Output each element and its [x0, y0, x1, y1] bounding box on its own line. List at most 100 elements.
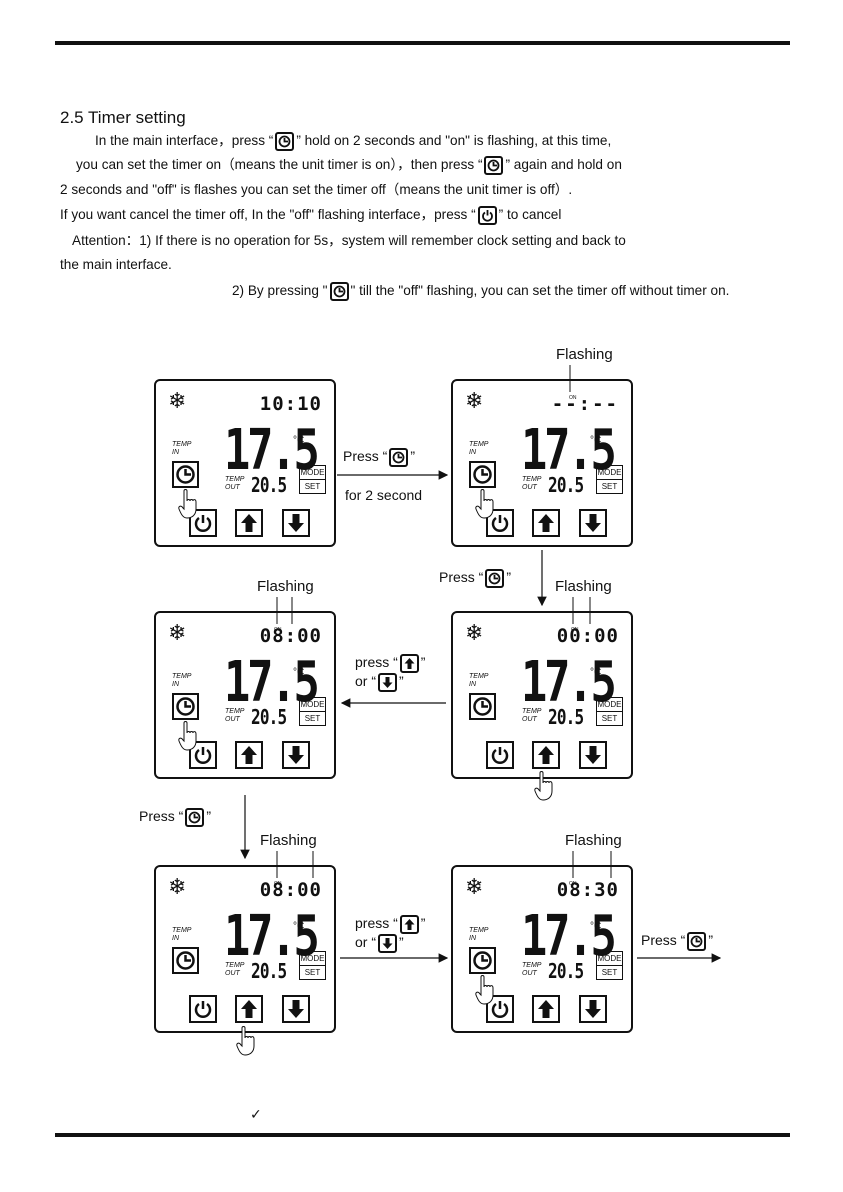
unit-label: °C [590, 435, 602, 446]
power-button[interactable] [189, 509, 217, 537]
down-button[interactable] [579, 741, 607, 769]
set-label[interactable]: SET [601, 482, 618, 491]
power-button[interactable] [189, 995, 217, 1023]
unit-label: °C [293, 435, 305, 446]
unit-label: °C [293, 921, 305, 932]
down-button[interactable] [282, 741, 310, 769]
on-label: ON [569, 881, 577, 887]
temp-in-display: 17.5 [521, 650, 617, 715]
temp-in-display: 17.5 [224, 904, 320, 969]
or-down-label: or “” [355, 673, 404, 692]
snowflake-icon: ❄ [465, 621, 484, 646]
hand-pointer-icon [236, 1026, 255, 1056]
mode-set-box[interactable]: MODE SET [299, 697, 326, 726]
footer-mark: ✓ [250, 1106, 262, 1122]
hand-pointer-icon [178, 721, 197, 751]
timer-button[interactable] [469, 947, 496, 974]
snowflake-icon: ❄ [168, 621, 187, 646]
mode-set-box[interactable]: MODE SET [596, 697, 623, 726]
down-button[interactable] [282, 995, 310, 1023]
top-rule [55, 41, 790, 45]
mode-label[interactable]: MODE [597, 698, 622, 712]
press-up-label: press “” [355, 654, 425, 673]
set-label[interactable]: SET [601, 714, 618, 723]
unit-label: °C [293, 667, 305, 678]
timer-icon [485, 569, 505, 588]
mode-set-box[interactable]: MODE SET [299, 465, 326, 494]
paragraph-line-6: the main interface. [60, 257, 172, 272]
clock-display: 08:30 [556, 879, 619, 901]
timer-button[interactable] [172, 461, 199, 488]
hand-pointer-icon [178, 489, 197, 519]
mode-label[interactable]: MODE [597, 466, 622, 480]
up-button[interactable] [532, 741, 560, 769]
timer-button[interactable] [469, 693, 496, 720]
flashing-label: Flashing [260, 832, 317, 849]
set-label[interactable]: SET [304, 482, 321, 491]
flashing-label: Flashing [556, 346, 613, 363]
mode-label[interactable]: MODE [300, 698, 325, 712]
snowflake-icon: ❄ [168, 875, 187, 900]
clock-display: 08:00 [259, 879, 322, 901]
down-button[interactable] [579, 995, 607, 1023]
paragraph-line-3: 2 seconds and "off" is flashes you can s… [60, 182, 573, 197]
press-timer-label: Press “” [439, 569, 511, 588]
timer-button[interactable] [469, 461, 496, 488]
mode-set-box[interactable]: MODE SET [596, 951, 623, 980]
set-label[interactable]: SET [601, 968, 618, 977]
timer-button[interactable] [172, 947, 199, 974]
clock-display: 00:00 [556, 625, 619, 647]
unit-label: °C [590, 667, 602, 678]
paragraph-line-7: 2) By pressing "" till the "off" flashin… [232, 279, 729, 303]
down-button[interactable] [282, 509, 310, 537]
paragraph-line-2: you can set the timer on（means the unit … [76, 153, 622, 177]
timer-icon [185, 808, 205, 827]
timer-icon [484, 156, 504, 175]
power-icon [477, 206, 497, 225]
power-button[interactable] [486, 741, 514, 769]
temp-out-display: 20.5 [548, 705, 584, 729]
bottom-rule [55, 1133, 790, 1137]
mode-label[interactable]: MODE [300, 952, 325, 966]
press-timer-label: Press “” [139, 808, 211, 827]
timer-button[interactable] [172, 693, 199, 720]
flashing-label: Flashing [555, 578, 612, 595]
mode-set-box[interactable]: MODE SET [299, 951, 326, 980]
up-button[interactable] [532, 509, 560, 537]
up-button[interactable] [235, 741, 263, 769]
timer-icon [687, 932, 707, 951]
snowflake-icon: ❄ [465, 875, 484, 900]
mode-label[interactable]: MODE [597, 952, 622, 966]
clock-display: 10:10 [259, 393, 322, 415]
mode-label[interactable]: MODE [300, 466, 325, 480]
up-button[interactable] [532, 995, 560, 1023]
set-label[interactable]: SET [304, 714, 321, 723]
up-arrow-icon [399, 654, 419, 673]
temp-out-display: 20.5 [251, 705, 287, 729]
press-timer-label: Press “” [641, 932, 713, 951]
timer-icon [275, 132, 295, 151]
temp-out-display: 20.5 [548, 473, 584, 497]
unit-label: °C [590, 921, 602, 932]
press-timer-label: Press “” [343, 448, 415, 467]
or-down-label: or “” [355, 934, 404, 953]
down-button[interactable] [579, 509, 607, 537]
flashing-label: Flashing [565, 832, 622, 849]
mode-set-box[interactable]: MODE SET [596, 465, 623, 494]
up-button[interactable] [235, 995, 263, 1023]
on-label: ON [571, 627, 579, 633]
set-label[interactable]: SET [304, 968, 321, 977]
press-up-label: press “” [355, 915, 425, 934]
up-button[interactable] [235, 509, 263, 537]
paragraph-line-5: Attention：1) If there is no operation fo… [72, 233, 626, 248]
temp-in-display: 17.5 [224, 418, 320, 483]
hand-pointer-icon [475, 975, 494, 1005]
